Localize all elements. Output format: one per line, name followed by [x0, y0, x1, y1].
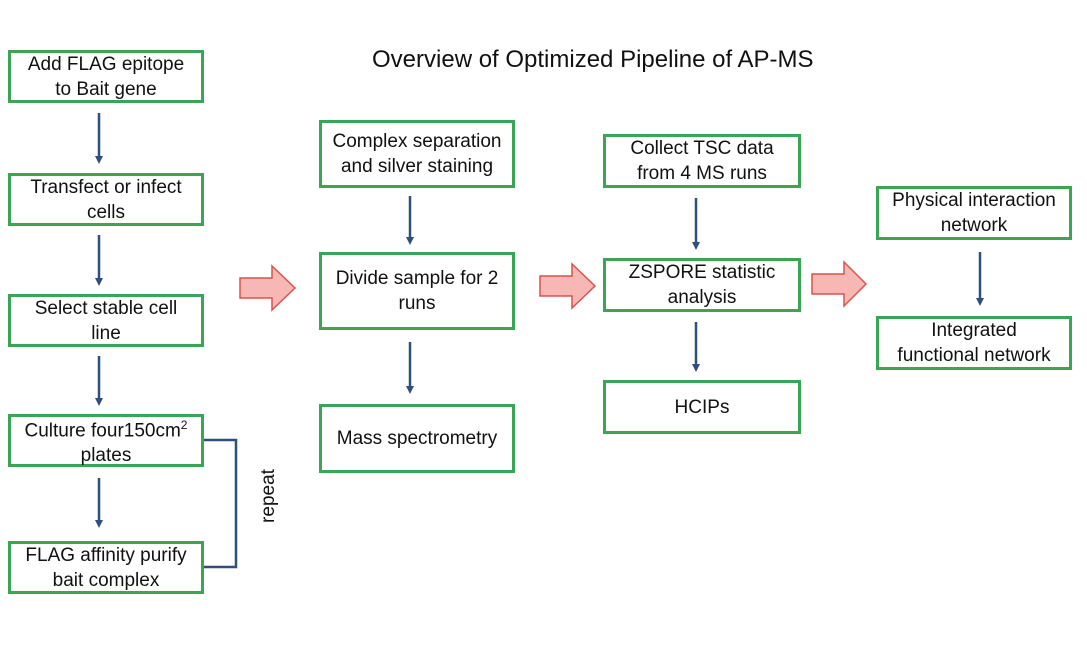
step-text-line1: Transfect or infect — [30, 176, 182, 198]
step-text-line2: cells — [86, 201, 125, 223]
step-text-line2: bait complex — [52, 569, 160, 591]
step-text-line2: plates — [80, 445, 132, 467]
step-collect-tsc-data: Collect TSC data from 4 MS runs — [603, 134, 801, 188]
culture-text: Culture four150cm — [24, 420, 181, 442]
step-zspore-analysis: ZSPORE statistic analysis — [603, 258, 801, 312]
step-text-line2: to Bait gene — [55, 78, 157, 100]
step-text-line1: Complex separation — [332, 131, 502, 152]
step-text-line2: line — [91, 322, 121, 344]
step-text-line1: Select stable cell — [34, 297, 178, 319]
step-text-line1: Collect TSC data — [630, 138, 774, 159]
step-text-line2: from 4 MS runs — [637, 163, 767, 184]
step-text-line1: Add FLAG epitope — [27, 53, 185, 75]
block-arrow-right-icon — [239, 264, 297, 312]
step-flag-affinity-purify: FLAG affinity purify bait complex — [8, 541, 204, 594]
step-transfect-cells: Transfect or infect cells — [8, 173, 204, 226]
step-text-line1: ZSPORE statistic — [628, 262, 776, 283]
step-text-line1: Divide sample for 2 — [335, 268, 499, 289]
step-physical-interaction-network: Physical interaction network — [876, 186, 1072, 240]
step-text-line1: Culture four150cm2 — [25, 413, 188, 443]
step-hcips: HCIPs — [603, 380, 801, 434]
step-add-flag-epitope: Add FLAG epitope to Bait gene — [8, 50, 204, 103]
repeat-bracket — [204, 438, 238, 569]
step-complex-separation: Complex separation and silver staining — [319, 120, 515, 188]
step-text-line2: and silver staining — [340, 156, 494, 177]
step-text-line1: Integrated — [931, 320, 1017, 341]
step-text-line1: Physical interaction — [892, 190, 1056, 211]
superscript: 2 — [180, 417, 188, 432]
step-integrated-functional-network: Integrated functional network — [876, 316, 1072, 370]
step-text-line2: network — [940, 215, 1008, 236]
block-arrow-right-icon — [811, 260, 868, 308]
block-arrow-right-icon — [539, 262, 597, 310]
step-mass-spectrometry: Mass spectrometry — [319, 404, 515, 473]
step-text-line1: FLAG affinity purify — [25, 544, 187, 566]
page-title: Overview of Optimized Pipeline of AP-MS — [372, 46, 814, 73]
step-text-line2: functional network — [897, 345, 1051, 366]
step-text-line1: Mass spectrometry — [336, 428, 498, 449]
step-text-line2: runs — [398, 293, 436, 314]
step-select-stable-cell-line: Select stable cell line — [8, 294, 204, 347]
step-text-line2: analysis — [667, 287, 737, 308]
step-text-line1: HCIPs — [674, 396, 730, 418]
step-divide-sample: Divide sample for 2 runs — [319, 252, 515, 330]
